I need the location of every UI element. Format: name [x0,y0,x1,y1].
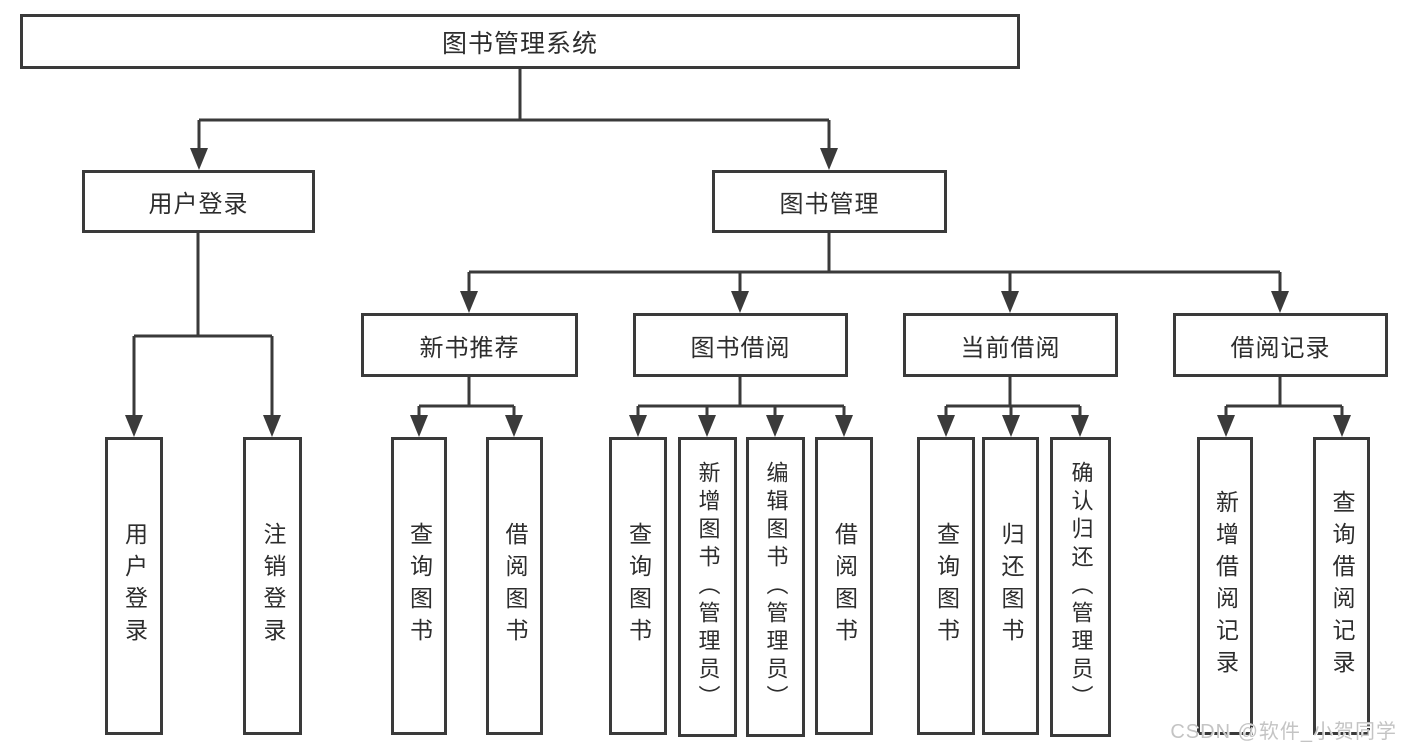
leaf-user-login-label: 用户登录 [121,522,148,650]
node-book-borrowing: 图书借阅 [633,313,848,377]
leaf-bb-edit-books: 编辑图书（管理员） [746,437,805,737]
node-root-label: 图书管理系统 [441,29,598,58]
node-book-borrowing-label: 图书借阅 [690,334,791,362]
arrowheads [125,148,1351,437]
node-book-management-label: 图书管理 [779,191,880,218]
node-borrowing-records: 借阅记录 [1173,313,1388,377]
leaf-br-add-record: 新增借阅记录 [1197,437,1253,735]
leaf-br-add-record-label: 新增借阅记录 [1212,490,1239,682]
leaf-bb-borrow-books-label: 借阅图书 [831,522,858,650]
leaf-logout: 注销登录 [243,437,302,735]
edge-bookborrow-to-leaves [636,377,846,416]
leaf-rec-query-books-label: 查询图书 [406,522,433,650]
node-new-book-recommendation-label: 新书推荐 [419,334,520,362]
leaf-cb-confirm-return: 确认归还（管理员） [1050,437,1111,737]
leaf-rec-query-books: 查询图书 [391,437,447,735]
edge-bookmgmt-to-level3 [467,233,1282,292]
leaf-bb-query-books: 查询图书 [609,437,667,735]
leaf-cb-query-books-label: 查询图书 [933,522,960,650]
node-root-system: 图书管理系统 [20,14,1020,69]
leaf-user-login: 用户登录 [105,437,163,735]
leaf-logout-label: 注销登录 [260,522,286,650]
node-user-login-label: 用户登录 [148,191,249,218]
leaf-cb-confirm-return-label: 确认归还（管理员） [1068,461,1094,713]
node-user-login: 用户登录 [82,170,315,233]
leaf-bb-add-books-label: 新增图书（管理员） [695,461,721,713]
node-current-borrowing: 当前借阅 [903,313,1118,377]
leaf-cb-query-books: 查询图书 [917,437,975,735]
edge-userlogin-to-leaves [132,233,274,416]
leaf-br-query-record-label: 查询借阅记录 [1329,490,1355,682]
leaf-bb-add-books: 新增图书（管理员） [678,437,737,737]
leaf-br-query-record: 查询借阅记录 [1313,437,1370,735]
leaf-rec-borrow-books: 借阅图书 [486,437,543,735]
node-book-management: 图书管理 [712,170,947,233]
leaf-rec-borrow-books-label: 借阅图书 [502,522,528,650]
leaf-cb-return-books-label: 归还图书 [998,522,1024,650]
leaf-bb-borrow-books: 借阅图书 [815,437,873,735]
node-current-borrowing-label: 当前借阅 [960,334,1061,362]
edge-borrowrecords-to-leaves [1224,377,1344,416]
leaf-bb-edit-books-label: 编辑图书（管理员） [763,461,789,713]
edge-currentborrow-to-leaves [944,377,1082,416]
csdn-watermark: CSDN @软件_小贺同学 [1170,721,1397,743]
edge-root-to-level2 [197,69,831,150]
leaf-bb-query-books-label: 查询图书 [625,522,652,650]
node-new-book-recommendation: 新书推荐 [361,313,578,377]
leaf-cb-return-books: 归还图书 [982,437,1039,735]
edge-newbookrec-to-leaves [417,377,516,416]
node-borrowing-records-label: 借阅记录 [1230,334,1331,362]
